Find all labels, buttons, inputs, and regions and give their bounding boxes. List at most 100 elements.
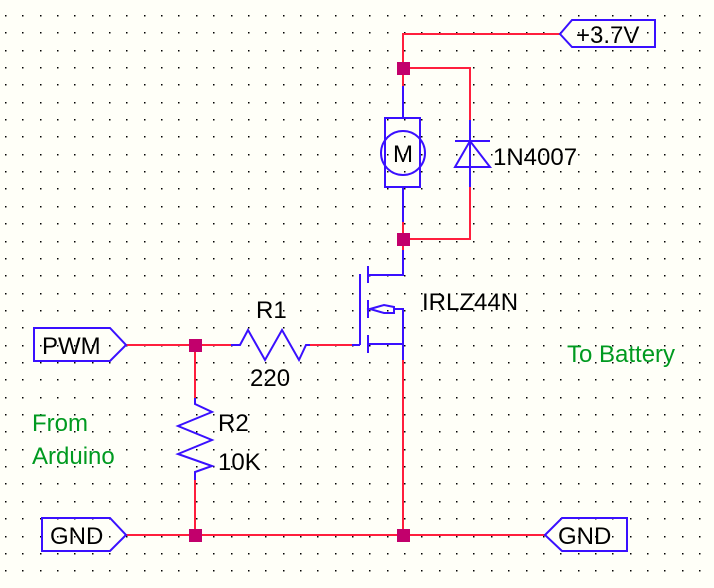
grid-dot xyxy=(404,275,406,277)
grid-dot xyxy=(456,345,458,347)
grid-dot xyxy=(283,136,285,138)
grid-dot xyxy=(109,206,111,208)
grid-dot xyxy=(248,431,250,433)
grid-dot xyxy=(682,84,684,86)
grid-dot xyxy=(5,223,7,225)
grid-dot xyxy=(300,449,302,451)
grid-dot xyxy=(473,310,475,312)
grid-dot xyxy=(439,518,441,520)
grid-dot xyxy=(317,431,319,433)
junction xyxy=(397,529,410,542)
grid-dot xyxy=(647,466,649,468)
grid-dot xyxy=(22,501,24,503)
grid-dot xyxy=(473,275,475,277)
grid-dot xyxy=(109,466,111,468)
grid-dot xyxy=(265,275,267,277)
grid-dot xyxy=(612,570,614,572)
pwm-port xyxy=(33,327,128,362)
grid-dot xyxy=(491,431,493,433)
grid-dot xyxy=(456,466,458,468)
grid-dot xyxy=(74,258,76,260)
grid-dot xyxy=(265,327,267,329)
grid-dot xyxy=(421,275,423,277)
grid-dot xyxy=(387,570,389,572)
grid-dot xyxy=(22,241,24,243)
grid-dot xyxy=(74,466,76,468)
grid-dot xyxy=(22,397,24,399)
grid-dot xyxy=(578,136,580,138)
grid-dot xyxy=(335,553,337,555)
grid-dot xyxy=(74,119,76,121)
grid-dot xyxy=(92,188,94,190)
grid-dot xyxy=(560,362,562,364)
grid-dot xyxy=(22,223,24,225)
grid-dot xyxy=(144,102,146,104)
grid-dot xyxy=(161,275,163,277)
grid-dot xyxy=(508,553,510,555)
grid-dot xyxy=(22,206,24,208)
grid-dot xyxy=(265,241,267,243)
grid-dot xyxy=(196,206,198,208)
grid-dot xyxy=(283,501,285,503)
grid-dot xyxy=(317,553,319,555)
grid-dot xyxy=(74,67,76,69)
grid-dot xyxy=(300,15,302,17)
grid-dot xyxy=(664,84,666,86)
grid-dot xyxy=(161,154,163,156)
grid-dot xyxy=(178,466,180,468)
grid-dot xyxy=(491,414,493,416)
grid-dot xyxy=(456,32,458,34)
grid-dot xyxy=(491,466,493,468)
grid-dot xyxy=(404,119,406,121)
grid-dot xyxy=(196,362,198,364)
grid-dot xyxy=(161,310,163,312)
grid-dot xyxy=(231,258,233,260)
grid-dot xyxy=(352,171,354,173)
grid-dot xyxy=(109,345,111,347)
grid-dot xyxy=(421,102,423,104)
grid-dot xyxy=(22,466,24,468)
grid-dot xyxy=(265,223,267,225)
grid-dot xyxy=(248,241,250,243)
grid-dot xyxy=(5,136,7,138)
grid-dot xyxy=(109,223,111,225)
grid-dot xyxy=(526,241,528,243)
grid-dot xyxy=(74,483,76,485)
grid-dot xyxy=(699,310,701,312)
grid-dot xyxy=(178,414,180,416)
grid-dot xyxy=(144,206,146,208)
grid-dot xyxy=(664,15,666,17)
grid-dot xyxy=(196,327,198,329)
grid-dot xyxy=(404,379,406,381)
grid-dot xyxy=(248,310,250,312)
grid-dot xyxy=(248,570,250,572)
grid-dot xyxy=(213,536,215,538)
grid-dot xyxy=(92,102,94,104)
grid-dot xyxy=(144,536,146,538)
grid-dot xyxy=(213,466,215,468)
grid-dot xyxy=(439,206,441,208)
grid-dot xyxy=(456,171,458,173)
grid-dot xyxy=(265,518,267,520)
grid-dot xyxy=(699,345,701,347)
grid-dot xyxy=(682,327,684,329)
grid-dot xyxy=(439,414,441,416)
grid-dot xyxy=(57,397,59,399)
grid-dot xyxy=(57,241,59,243)
grid-dot xyxy=(335,84,337,86)
grid-dot xyxy=(74,449,76,451)
grid-dot xyxy=(387,310,389,312)
grid-dot xyxy=(526,188,528,190)
grid-dot xyxy=(92,501,94,503)
grid-dot xyxy=(5,119,7,121)
grid-dot xyxy=(491,84,493,86)
grid-dot xyxy=(22,136,24,138)
grid-dot xyxy=(352,15,354,17)
grid-dot xyxy=(387,188,389,190)
grid-dot xyxy=(630,449,632,451)
grid-dot xyxy=(595,379,597,381)
grid-dot xyxy=(578,570,580,572)
grid-dot xyxy=(300,223,302,225)
grid-dot xyxy=(456,119,458,121)
grid-dot xyxy=(473,553,475,555)
